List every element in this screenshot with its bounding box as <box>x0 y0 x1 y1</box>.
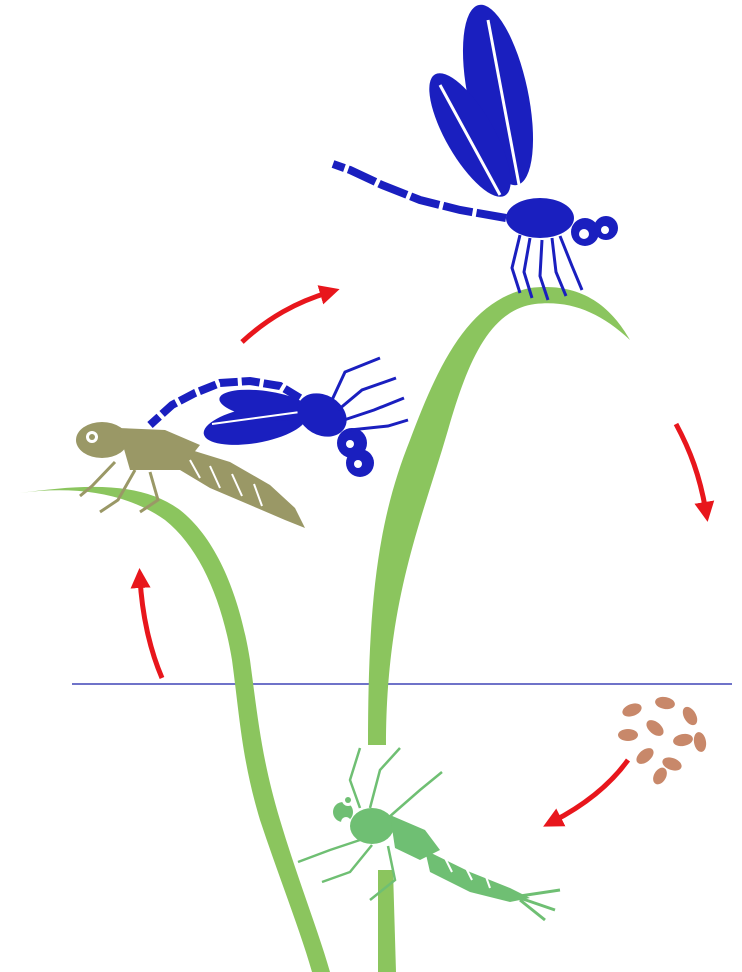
right-reed-stem <box>368 287 630 972</box>
left-reed-stem <box>20 487 330 972</box>
eggs-cluster-icon <box>618 695 708 786</box>
adult-dragonfly-icon <box>333 0 618 300</box>
arrow-adult-to-eggs <box>676 424 706 512</box>
arrow-eggs-to-nymph <box>552 760 628 822</box>
arrow-emergence-to-adult <box>242 292 330 342</box>
nymph-underwater-icon <box>298 748 560 920</box>
arrow-nymph-to-emergence <box>140 578 162 678</box>
